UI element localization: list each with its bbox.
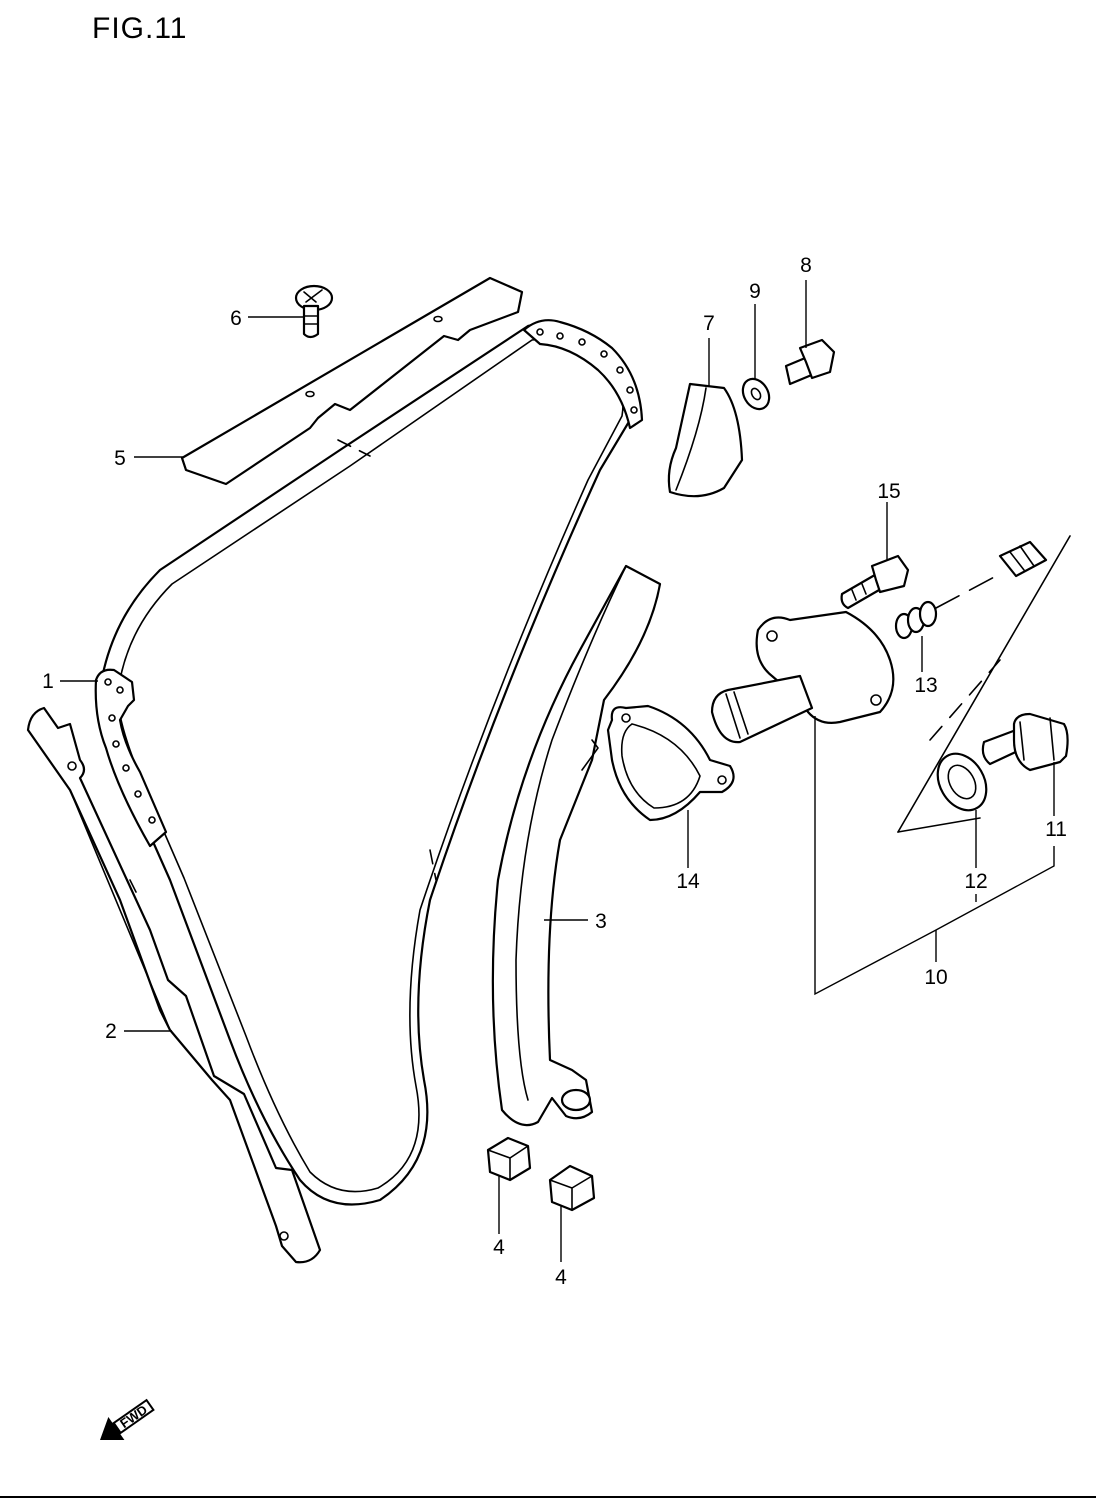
screw-part [294,284,334,339]
callout-15: 15 [877,480,900,503]
tensioner-body [710,610,895,744]
cushion-b [548,1164,596,1212]
callout-4a: 4 [493,1236,505,1259]
bolt-part [784,338,836,386]
cam-chain [94,319,644,1206]
callout-8: 8 [800,254,812,277]
callout-5: 5 [114,447,126,470]
callout-12: 12 [964,870,987,893]
callout-9: 9 [749,280,761,303]
chain-links-left [94,668,168,848]
callout-11: 11 [1045,818,1067,841]
fwd-direction-badge: FWD [100,1398,155,1440]
assembly-line [897,535,1071,833]
callout-14: 14 [676,870,700,893]
tensioner-cap-bolt [981,712,1069,772]
tensioner-spring [894,540,1048,640]
callout-10: 10 [924,966,947,989]
chain-guide-rear [26,706,322,1264]
chain-guide-top [180,276,524,486]
callout-13: 13 [914,674,937,697]
chain-guide-small [667,382,744,498]
figure-title: FIG.11 [92,12,188,45]
callout-4b: 4 [555,1266,567,1289]
cushion-a [486,1136,532,1182]
assembly-line-2 [897,817,981,833]
tensioner-bolt [840,554,910,610]
chain-tensioner-guide [491,564,662,1127]
gasket-washer [936,752,988,812]
callout-3: 3 [595,910,607,933]
assembly-line-3 [929,659,1001,741]
leader-lines [60,280,1055,1262]
chain-links-top [522,319,644,430]
washer-part [741,377,771,411]
callout-7: 7 [703,312,715,335]
tensioner-gasket [606,704,735,822]
callout-6: 6 [230,307,242,330]
callout-1: 1 [42,670,54,693]
callout-2: 2 [105,1020,117,1043]
